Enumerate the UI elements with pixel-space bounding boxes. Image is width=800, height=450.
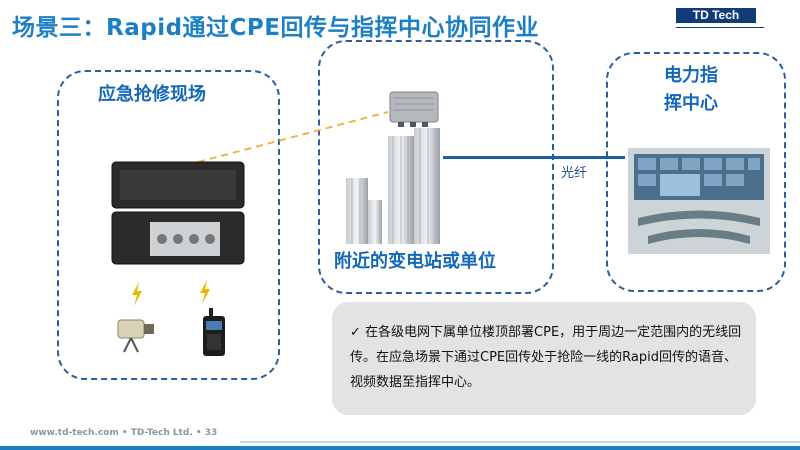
- emergency-site-region: [57, 70, 280, 380]
- footer-website: www.td-tech.com • TD-Tech Ltd. • 33: [30, 428, 218, 438]
- callout-text: ✓ 在各级电网下属单位楼顶部署CPE，用于周边一定范围内的无线回传。在应急场景下…: [350, 325, 742, 390]
- lightning-icon: [132, 282, 142, 306]
- td-tech-logo: TD Tech: [676, 8, 764, 38]
- substation-region: [318, 40, 554, 294]
- command-center-label-line2: 挥中心: [664, 93, 718, 114]
- footer-bar: [0, 446, 800, 450]
- fiber-link-line: [443, 156, 625, 159]
- control-room-icon: [628, 148, 770, 254]
- command-center-label-line1: 电力指: [664, 65, 718, 86]
- fiber-label: 光纤: [561, 166, 588, 181]
- footer-divider: [240, 441, 800, 443]
- building-icon: [346, 128, 440, 244]
- rapid-station-icon: [111, 161, 245, 265]
- command-center-region: [606, 52, 786, 292]
- lightning-icon: [200, 280, 210, 304]
- logo-underline: [676, 27, 764, 36]
- logo-text: TD Tech: [676, 8, 756, 23]
- page-title: 场景三：Rapid通过CPE回传与指挥中心协同作业: [12, 15, 539, 41]
- description-callout: ✓ 在各级电网下属单位楼顶部署CPE，用于周边一定范围内的无线回传。在应急场景下…: [332, 302, 756, 415]
- emergency-site-label: 应急抢修现场: [98, 84, 206, 105]
- substation-label: 附近的变电站或单位: [334, 251, 496, 272]
- camera-icon: [117, 319, 154, 353]
- walkie-talkie-icon: [203, 308, 225, 356]
- command-center-label: 电力指 挥中心: [664, 62, 718, 118]
- cpe-device-icon: [389, 91, 439, 127]
